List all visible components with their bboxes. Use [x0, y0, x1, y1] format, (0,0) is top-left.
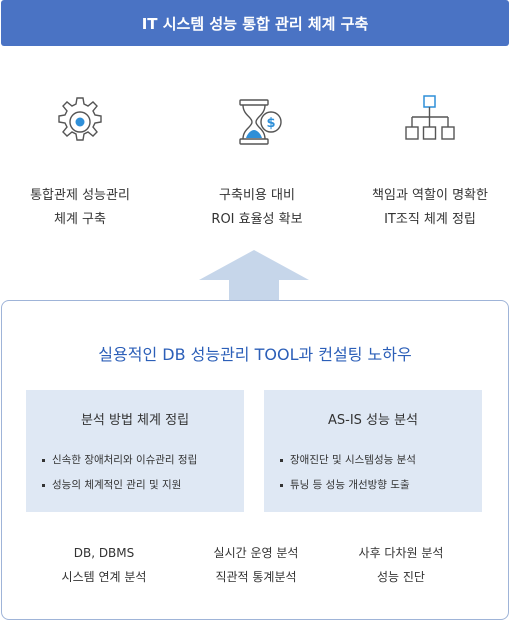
analysis-method-box: 분석 방법 체계 정립 신속한 장애처리와 이슈관리 정립 성능의 체계적인 관…	[26, 390, 244, 512]
list-item: 성능의 체계적인 관리 및 지원	[40, 473, 197, 498]
box-list: 신속한 장애처리와 이슈관리 정립 성능의 체계적인 관리 및 지원	[40, 448, 197, 498]
bottom-item-db-integration: DB, DBMS 시스템 연계 분석	[61, 546, 147, 584]
feature-label: 구축비용 대비 ROI 효율성 확보	[211, 188, 303, 227]
hourglass-dollar-icon: $	[239, 99, 282, 145]
bottom-item-post-analysis: 사후 다차원 분석 성능 진단	[358, 546, 444, 584]
box-list: 장애진단 및 시스템성능 분석 튜닝 등 성능 개선방향 도출	[278, 448, 416, 498]
feature-label: 통합관제 성능관리 체계 구축	[30, 188, 130, 227]
page-header: IT 시스템 성능 통합 관리 체계 구축	[1, 0, 509, 46]
list-item: 장애진단 및 시스템성능 분석	[278, 448, 416, 473]
panel-title: 실용적인 DB 성능관리 TOOL과 컨설팅 노하우	[98, 345, 412, 364]
up-arrow-icon	[199, 250, 309, 300]
gear-icon	[58, 97, 102, 141]
list-item: 튜닝 등 성능 개선방향 도출	[278, 473, 416, 498]
feature-organization: 책임과 역할이 명확한 IT조직 체계 정립	[345, 92, 510, 232]
feature-roi: $ 구축비용 대비 ROI 효율성 확보	[172, 92, 342, 232]
as-is-analysis-box: AS-IS 성능 분석 장애진단 및 시스템성능 분석 튜닝 등 성능 개선방향…	[264, 390, 482, 512]
feature-label: 책임과 역할이 명확한 IT조직 체계 정립	[372, 188, 488, 227]
box-title: AS-IS 성능 분석	[327, 413, 419, 428]
svg-text:$: $	[266, 116, 275, 131]
box-title: 분석 방법 체계 정립	[80, 413, 190, 428]
org-chart-icon	[405, 95, 455, 140]
solution-panel: 실용적인 DB 성능관리 TOOL과 컨설팅 노하우 분석 방법 체계 정립 신…	[1, 300, 509, 620]
bottom-item-realtime: 실시간 운영 분석 직관적 통계분석	[213, 546, 299, 584]
header-title: IT 시스템 성능 통합 관리 체계 구축	[141, 14, 369, 33]
feature-integrated-monitoring: 통합관제 성능관리 체계 구축	[0, 92, 165, 232]
list-item: 신속한 장애처리와 이슈관리 정립	[40, 448, 197, 473]
